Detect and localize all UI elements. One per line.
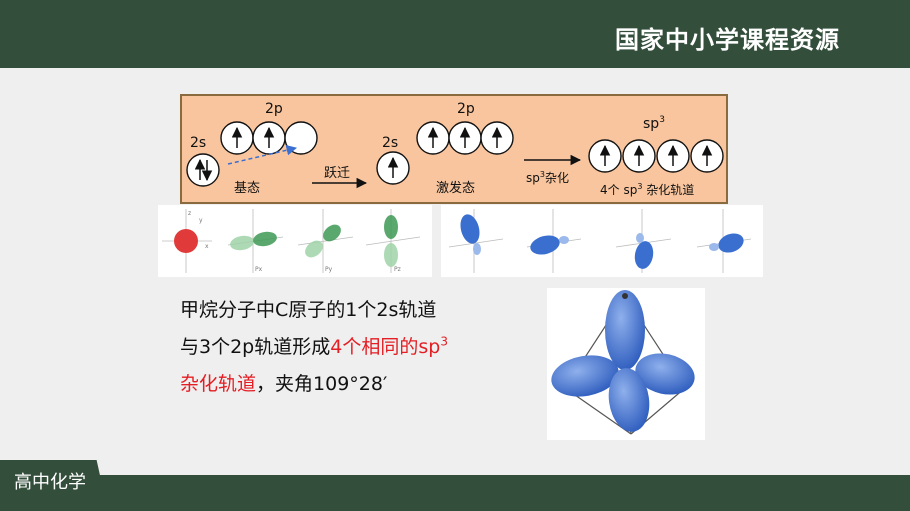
subject-label: 高中化学 [14, 472, 86, 493]
sp3-orbital-shape-1 [460, 214, 481, 255]
tetrahedral-lobes [551, 290, 695, 432]
lobe-top [605, 290, 645, 370]
atomic-orbitals-svg: x z y Px Py Pz [162, 209, 421, 273]
ground-2s-label: 2s [190, 135, 206, 151]
transition-label: 跃迁 [324, 166, 350, 181]
pz-label: Pz [394, 266, 401, 273]
s-orbital [174, 229, 198, 253]
hybrid-orbitals-panel [441, 205, 763, 277]
footer-bar [0, 475, 910, 511]
lobe-right [635, 353, 695, 395]
footer-tab [0, 460, 105, 498]
px-orbital [230, 231, 277, 251]
lobe-bottom [608, 368, 650, 432]
hybrid-orbitals-svg [448, 209, 752, 273]
axis-y-label: y [199, 217, 203, 224]
hybrid-orbital-caption: 4个 sp3 杂化轨道 [600, 182, 694, 197]
ground-2s-orbital [186, 153, 220, 187]
description-line-2: 与3个2p轨道形成4个相同的sp3 [180, 334, 448, 358]
ground-2p-label: 2p [265, 101, 283, 117]
hybrid-title: sp3 [643, 115, 665, 132]
description-line-3: 杂化轨道，夹角109°28′ [180, 373, 388, 395]
electron-configuration-svg: 2s 2p 基态 跃迁 2s 2p 激发态 sp3杂化 sp3 4个 sp3 杂… [186, 101, 724, 197]
ground-state-label: 基态 [234, 181, 260, 196]
py-label: Py [325, 266, 333, 273]
excited-state-label: 激发态 [436, 180, 475, 196]
sp3-orbital-shape-2 [530, 235, 569, 255]
py-orbital [305, 224, 341, 258]
promotion-arrow [227, 145, 298, 165]
px-label: Px [255, 266, 263, 273]
methane-description: 甲烷分子中C原子的1个2s轨道 与3个2p轨道形成4个相同的sp3 杂化轨道，夹… [180, 292, 540, 403]
top-atom-dot [622, 293, 628, 299]
excited-2s-label: 2s [382, 135, 398, 151]
excited-2p-label: 2p [457, 101, 475, 117]
axis-z-label: z [188, 210, 191, 217]
description-line-1: 甲烷分子中C原子的1个2s轨道 [180, 299, 437, 321]
lobe-left [551, 355, 619, 397]
sp3-orbital-shape-3 [634, 233, 654, 269]
header-bar [0, 0, 910, 68]
electron-arrows [194, 126, 713, 189]
pz-orbital [384, 215, 398, 267]
tetrahedral-sp3-model [551, 290, 695, 435]
brand-title: 国家中小学课程资源 [615, 26, 840, 54]
axis-x-label: x [205, 243, 209, 250]
hybridization-arrow-label: sp3杂化 [526, 170, 569, 185]
sp3-orbital-shape-4 [709, 233, 744, 253]
